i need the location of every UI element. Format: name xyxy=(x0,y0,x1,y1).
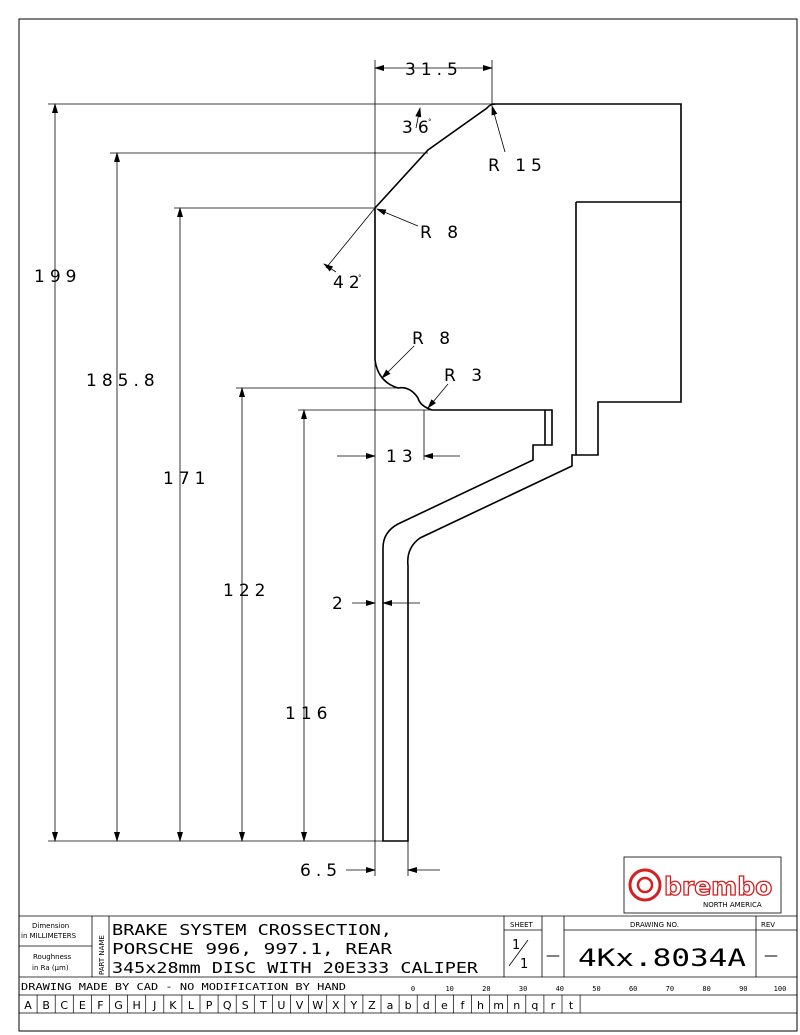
degree-symbol-36: ° xyxy=(428,118,432,126)
roughness-label-1: Roughness xyxy=(33,953,72,961)
scale-tick-label: 0 xyxy=(411,985,415,993)
letter-cell: C xyxy=(60,999,68,1012)
scale-tick-label: 20 xyxy=(482,985,490,993)
scale-tick-label: 40 xyxy=(556,985,564,993)
dim-31-5: 31.5 xyxy=(405,60,463,80)
sheet-border xyxy=(18,18,798,1032)
sheet-number: 1 xyxy=(512,938,520,953)
letter-cell: X xyxy=(332,999,340,1012)
drawing-number: 4Kx.8034A xyxy=(578,944,747,972)
dim-199: 199 xyxy=(34,267,81,287)
scale-tick-label: 80 xyxy=(702,985,710,993)
part-name-label: PART NAME xyxy=(98,935,106,975)
dim-r3: R 3 xyxy=(444,366,487,386)
letter-cell: q xyxy=(531,999,538,1012)
letter-cell: h xyxy=(477,999,484,1012)
dimension-label-1: Dimension xyxy=(32,922,69,930)
dim-2: 2 xyxy=(332,594,348,614)
letter-cell: T xyxy=(259,999,267,1012)
letter-cell: A xyxy=(24,999,32,1012)
letter-cell: B xyxy=(42,999,50,1012)
part-profile xyxy=(374,103,682,842)
dim-42-angle: 42 xyxy=(333,273,365,293)
letter-cell: G xyxy=(114,999,123,1012)
letter-cell: d xyxy=(423,999,430,1012)
title-block xyxy=(19,915,797,1014)
part-name-line2: PORSCHE 996, 997.1, REAR xyxy=(112,940,393,958)
letter-cell: a xyxy=(387,999,394,1012)
sheet-label: SHEET xyxy=(510,921,534,929)
dim-36-angle: 36 xyxy=(402,118,434,138)
cad-note: DRAWING MADE BY CAD - NO MODIFICATION BY… xyxy=(21,982,346,993)
dimension-labels: 31.5 36 ° R 15 R 8 42 ° 199 185.8 171 R … xyxy=(34,60,547,881)
dim-6-5: 6.5 xyxy=(300,861,342,881)
letter-cell: r xyxy=(551,999,556,1012)
letter-cell: n xyxy=(513,999,520,1012)
dim-r15: R 15 xyxy=(488,156,547,176)
letter-cell: f xyxy=(461,999,466,1012)
part-name-line1: BRAKE SYSTEM CROSSECTION, xyxy=(112,921,392,939)
logo-brand: brembo xyxy=(664,872,772,901)
letter-cell: E xyxy=(79,999,86,1012)
scale-tick-label: 70 xyxy=(666,985,674,993)
sheet-total: 1 xyxy=(520,957,528,972)
dimension-label-2: in MILLIMETERS xyxy=(21,932,77,940)
scale-tick-label: 10 xyxy=(445,985,453,993)
dim-185-8: 185.8 xyxy=(86,371,160,391)
letter-cell: L xyxy=(188,999,195,1012)
scale-tick-label: 60 xyxy=(629,985,637,993)
letter-cell: K xyxy=(169,999,177,1012)
part-name-line3: 345x28mm DISC WITH 20E333 CALIPER xyxy=(112,959,479,977)
letter-cell: U xyxy=(277,999,285,1012)
scale-tick-label: 90 xyxy=(739,985,747,993)
dim-r8-mid: R 8 xyxy=(412,329,455,349)
scale-tick-label: 50 xyxy=(592,985,600,993)
letter-cell: Y xyxy=(349,999,357,1012)
roughness-label-2: in Ra (μm) xyxy=(32,964,69,972)
rev-label: REV xyxy=(761,921,775,929)
letter-cell: F xyxy=(97,999,103,1012)
letter-cell: b xyxy=(405,999,412,1012)
scale-tick-label: 100 xyxy=(774,985,787,993)
dim-r8-top: R 8 xyxy=(420,223,463,243)
scale-tick-label: 30 xyxy=(519,985,527,993)
letter-cell: t xyxy=(569,999,574,1012)
letter-cell: m xyxy=(493,999,504,1012)
dim-13: 13 xyxy=(386,447,418,467)
logo-circle-icon xyxy=(628,868,662,902)
logo-sub: NORTH AMERICA xyxy=(703,901,762,909)
dim-171: 171 xyxy=(163,469,210,489)
letter-cell: V xyxy=(296,999,304,1012)
letter-cell: J xyxy=(152,999,156,1012)
drawing-no-label: DRAWING NO. xyxy=(630,921,679,929)
letter-cell: Q xyxy=(223,999,232,1012)
brembo-logo: brembo NORTH AMERICA xyxy=(623,856,782,914)
scale-ruler: 0 10 20 30 40 50 60 70 80 90 100 xyxy=(411,985,786,993)
sheet-dash: — xyxy=(546,948,560,964)
letter-cell: e xyxy=(441,999,448,1012)
dim-116: 116 xyxy=(285,704,332,724)
letter-cell: S xyxy=(242,999,249,1012)
letter-cell: W xyxy=(312,999,323,1012)
dim-122: 122 xyxy=(223,581,270,601)
dimension-lines xyxy=(48,60,506,876)
rev-value: — xyxy=(764,948,778,964)
letter-cell: Z xyxy=(368,999,376,1012)
letter-cell: P xyxy=(206,999,213,1012)
degree-symbol-42: ° xyxy=(358,274,362,282)
letter-cell: H xyxy=(133,999,141,1012)
title-block-text: Dimension in MILLIMETERS Roughness in Ra… xyxy=(21,921,778,993)
